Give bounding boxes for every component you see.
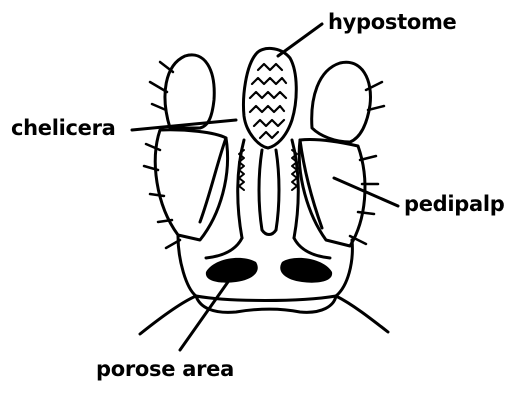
chelicera-sheath	[238, 140, 299, 238]
left-pedipalp-fold	[200, 138, 226, 222]
left-pedipalp-lower-segment	[155, 130, 227, 240]
hypostome-denticles	[250, 64, 286, 138]
body-right-edge	[336, 296, 388, 332]
porose-area-label: porose area	[96, 359, 234, 380]
chelicera-inner	[259, 150, 279, 235]
porose-areas	[206, 258, 332, 283]
chelicera-serrations	[239, 150, 297, 190]
right-pedipalp-lower-segment	[299, 139, 365, 246]
body-left-edge	[140, 296, 196, 334]
left-pedipalp-upper-segment	[165, 55, 214, 128]
chelicera-label: chelicera	[11, 118, 116, 139]
right-porose-area	[280, 258, 332, 283]
hypostome-label: hypostome	[328, 12, 457, 33]
right-pedipalp-upper-segment	[312, 62, 371, 142]
right-pedipalp-bristles	[350, 82, 384, 244]
pedipalp-label: pedipalp	[404, 194, 505, 215]
basis-inner-edge	[206, 238, 330, 258]
hypostome-outline	[244, 48, 297, 148]
hypostome-leader	[278, 24, 322, 56]
left-pedipalp-bristles	[144, 62, 180, 248]
